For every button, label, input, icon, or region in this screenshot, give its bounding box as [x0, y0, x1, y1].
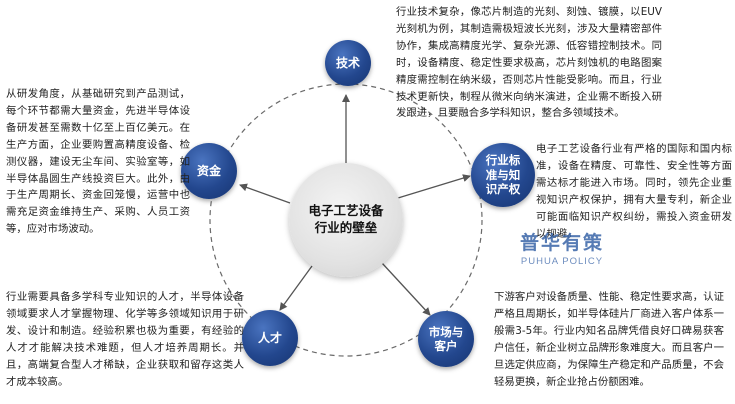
arrow-to-market — [381, 262, 431, 316]
standards-description: 电子工艺设备行业有严格的国际和国内标准，设备在精度、可靠性、安全性等方面需达标才… — [536, 143, 732, 240]
logo-cn: 普华有策 — [520, 232, 605, 254]
node-standards-label: 行业标 准与知 识产权 — [485, 153, 521, 197]
capital-description: 从研发角度，从基础研究到产品测试，每个环节都需大量资金，先进半导体设备研发甚至需… — [6, 88, 190, 236]
talent-description: 行业需要具备多学科专业知识的人才，半导体设备领域要求人才掌握物理、化学等多领域知… — [6, 291, 244, 388]
node-tech-label: 技术 — [335, 55, 360, 70]
node-capital-label: 资金 — [196, 163, 221, 178]
arrow-to-standards — [397, 174, 471, 199]
node-standards: 行业标 准与知 识产权 — [471, 143, 535, 207]
center-node: 电子工艺设备行业的壁垒 — [289, 163, 403, 277]
node-market-label: 市场与 客户 — [428, 324, 464, 353]
tech-description: 行业技术复杂，像芯片制造的光刻、刻蚀、镀膜，以EUV光刻机为例，其制造需极短波长… — [396, 6, 662, 120]
node-tech: 技术 — [325, 40, 371, 86]
node-talent: 人才 — [242, 310, 298, 366]
arrow-to-talent — [279, 265, 313, 311]
market-description: 下游客户对设备质量、性能、稳定性要求高，认证严格且周期长，如半导体硅片厂商进入客… — [494, 291, 724, 388]
node-talent-label: 人才 — [257, 330, 282, 345]
watermark-logo: 普华有策 PUHUA POLICY — [520, 228, 604, 267]
logo-en: PUHUA POLICY — [520, 256, 604, 267]
node-capital: 资金 — [181, 143, 237, 199]
node-market: 市场与 客户 — [418, 311, 474, 367]
arrow-to-capital — [239, 183, 291, 204]
center-label: 电子工艺设备行业的壁垒 — [308, 203, 384, 235]
